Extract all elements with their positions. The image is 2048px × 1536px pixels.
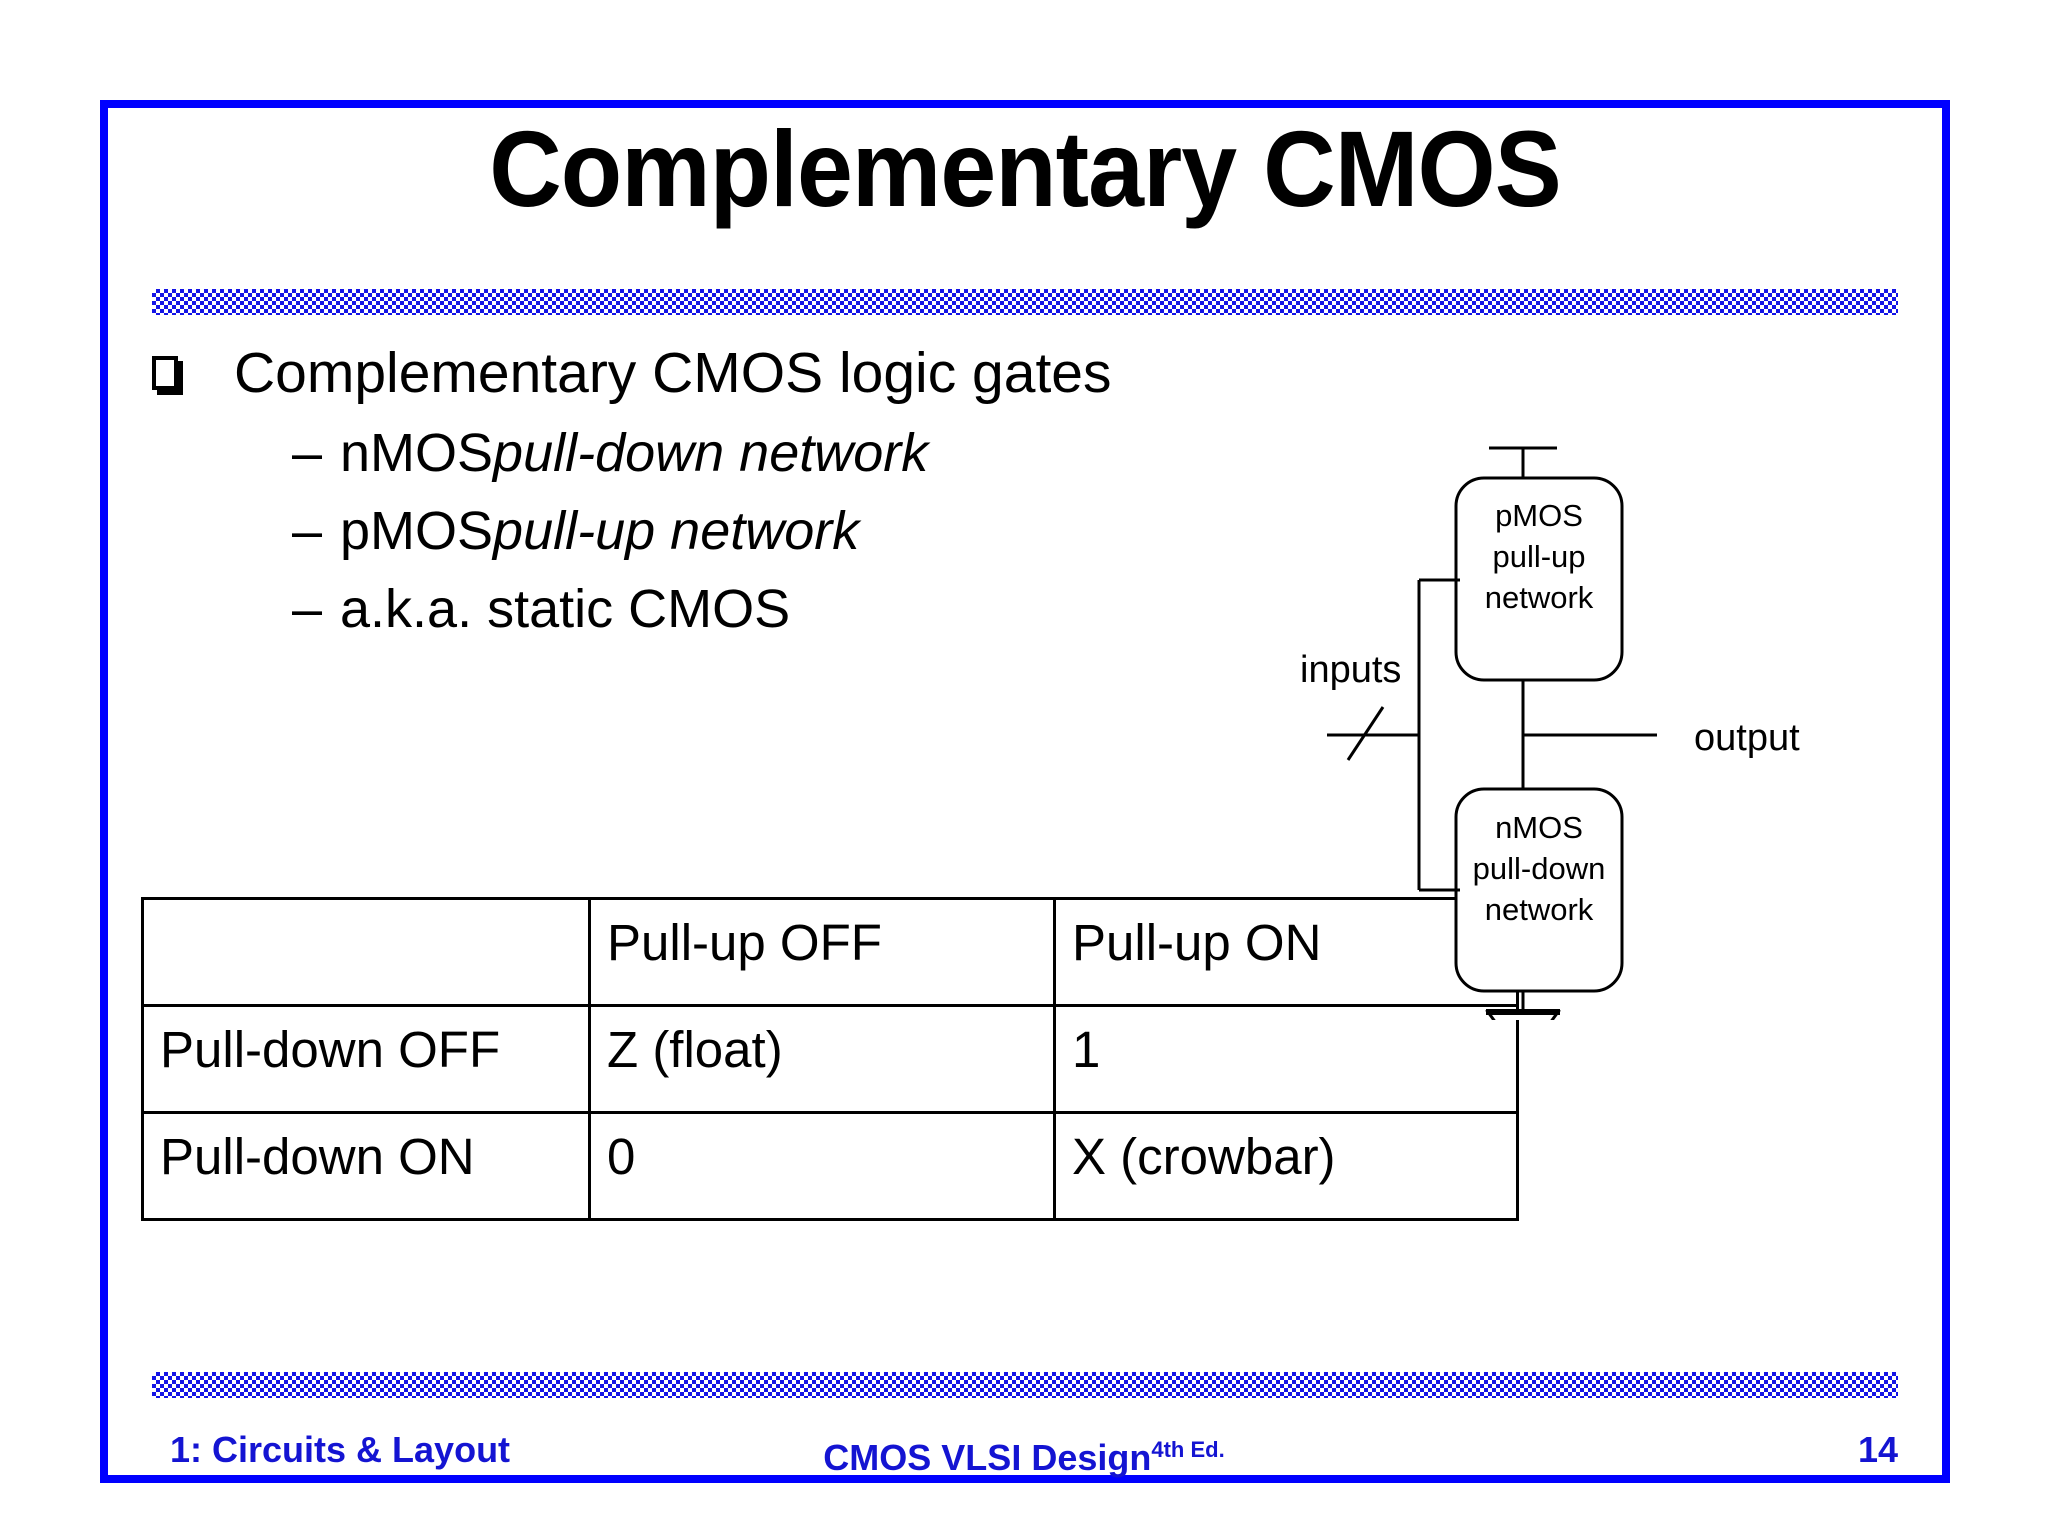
pmos-label-line1: pMOS [1495, 498, 1583, 533]
table-header-pullup-off: Pull-up OFF [588, 897, 1056, 1007]
table-row: Pull-down ON 0 X (crowbar) [141, 1111, 1519, 1221]
footer-book-main: CMOS VLSI Design [823, 1437, 1152, 1478]
bullet-level2-aka: – a.k.a. static CMOS [292, 578, 1302, 640]
bullet-level2-pmos: – pMOS pull-up network [292, 500, 1302, 562]
bus-slash-icon [1346, 706, 1385, 761]
table-rowlabel-pulldown-on: Pull-down ON [141, 1111, 591, 1221]
table-cell-pdoff-puoff: Z (float) [588, 1004, 1056, 1114]
gnd-triangle-icon [1485, 1009, 1561, 1020]
table-row-header: Pull-up OFF Pull-up ON [141, 897, 1519, 1007]
footer-page-number: 14 [1857, 1429, 1898, 1470]
pmos-label-line3: network [1485, 580, 1594, 615]
bullet-level1: Complementary CMOS logic gates [152, 340, 1302, 406]
truth-table: Pull-up OFF Pull-up ON Pull-down OFF Z (… [141, 897, 1519, 1221]
bullet-level2-pmos-plain: pMOS [340, 501, 494, 561]
table-header-pullup-on: Pull-up ON [1053, 897, 1519, 1007]
slide-border-frame [100, 100, 1950, 1483]
bullet-level2-nmos-italic: pull-down network [493, 423, 929, 483]
pmos-label-line2: pull-up [1492, 539, 1585, 574]
bullet-level1-label: Complementary CMOS logic gates [234, 341, 1112, 405]
bullet-level2-nmos-plain: nMOS [340, 423, 494, 483]
table-cell-pdon-puoff: 0 [588, 1111, 1056, 1221]
table-header-corner [141, 897, 591, 1007]
dash-icon: – [292, 423, 323, 483]
bullet-level2-pmos-italic: pull-up network [493, 501, 860, 561]
footer-book-edition: 4th Ed. [1151, 1437, 1225, 1462]
bullet-list: Complementary CMOS logic gates – nMOS pu… [152, 340, 1302, 640]
square-bullet-icon [152, 356, 178, 390]
nmos-label-line3: network [1485, 892, 1594, 927]
inputs-label: inputs [1300, 649, 1401, 691]
bullet-level2-aka-plain: a.k.a. static CMOS [340, 579, 791, 639]
cmos-block-diagram: pMOS pull-up network nMOS pull-down netw… [1280, 420, 1900, 1020]
dash-icon: – [292, 579, 323, 639]
table-rowlabel-pulldown-off: Pull-down OFF [141, 1004, 591, 1114]
table-cell-pdoff-puon: 1 [1053, 1004, 1519, 1114]
bullet-level2-nmos: – nMOS pull-down network [292, 422, 1302, 484]
nmos-label-line2: pull-down [1473, 851, 1606, 886]
nmos-label-line1: nMOS [1495, 810, 1583, 845]
page-title: Complementary CMOS [489, 108, 1562, 229]
table-row: Pull-down OFF Z (float) 1 [141, 1004, 1519, 1114]
separator-bar-top [152, 289, 1898, 315]
output-label: output [1694, 717, 1800, 759]
table-cell-pdon-puon: X (crowbar) [1053, 1111, 1519, 1221]
separator-bar-bottom [152, 1372, 1898, 1398]
footer-book-title: CMOS VLSI Design4th Ed. [0, 1428, 2048, 1480]
footer-chapter: 1: Circuits & Layout [170, 1429, 511, 1470]
dash-icon: – [292, 501, 323, 561]
